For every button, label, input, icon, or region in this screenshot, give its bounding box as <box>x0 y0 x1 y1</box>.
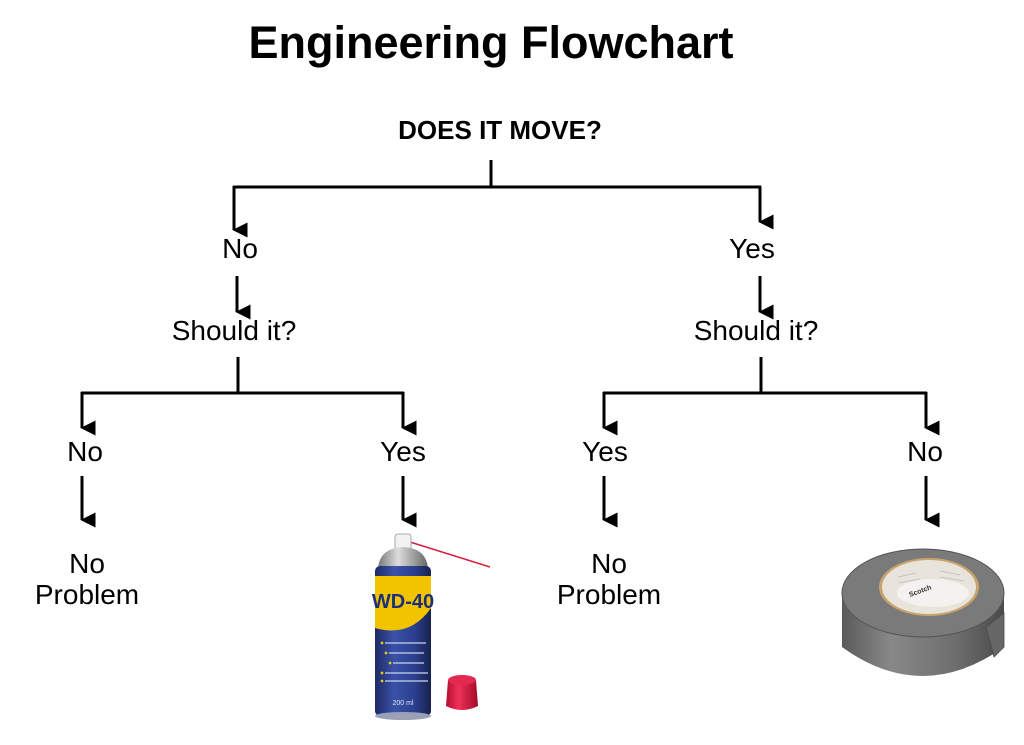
page-title: Engineering Flowchart <box>248 17 734 68</box>
right-no-problem-result: No Problem <box>557 548 661 611</box>
root-question: DOES IT MOVE? <box>398 115 602 145</box>
wd40-volume-text: 200 ml <box>392 700 413 707</box>
wd40-logo-text: WD-40 <box>372 591 434 613</box>
result-line: No <box>591 548 627 579</box>
left-answer: No <box>222 233 258 264</box>
right-question: Should it? <box>693 315 819 346</box>
right-yes-answer: Yes <box>582 436 628 467</box>
result-line: Problem <box>34 579 140 611</box>
straw <box>409 541 491 568</box>
duct-tape-roll-image: Scotch <box>841 548 1005 676</box>
left-yes-answer: Yes <box>380 436 426 467</box>
left-question: Should it? <box>171 315 297 346</box>
left-no-answer: No <box>67 436 103 467</box>
wd40-can-image: WD-40 200 ml <box>372 533 491 720</box>
right-answer: Yes <box>729 233 775 264</box>
result-line: Problem <box>556 579 662 611</box>
right-no-answer: No <box>907 436 943 467</box>
left-no-problem-result: No Problem <box>35 548 139 611</box>
result-line: No <box>69 548 105 579</box>
